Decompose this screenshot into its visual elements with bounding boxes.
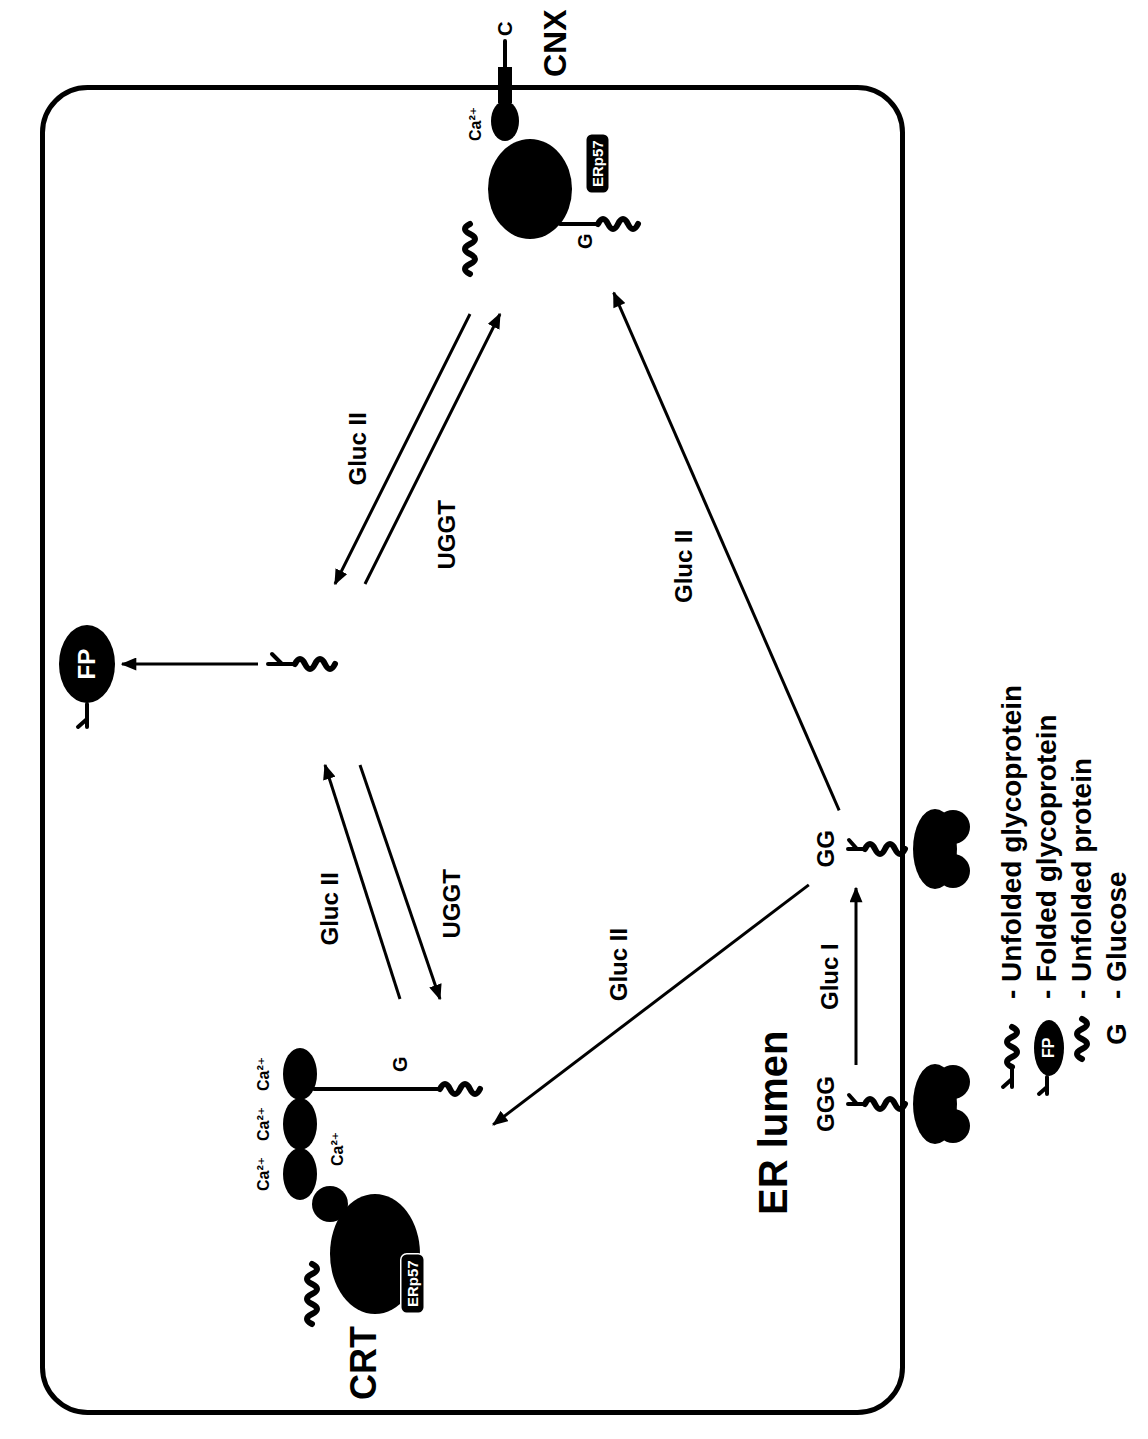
nascent-glycoprotein: [848, 840, 905, 854]
cycle-arrow: [122, 314, 500, 999]
protein-name: ERp57: [589, 140, 606, 187]
bound-unfolded-protein: [465, 224, 475, 274]
folded-glycoprotein: FP: [58, 624, 116, 704]
erp57-shape: [401, 1254, 425, 1314]
er-lumen-region: ERp57CRTFPGGGGGER lumen: [40, 85, 905, 1415]
bound-glycoprotein: [314, 1084, 480, 1094]
c-terminus-label: C: [494, 22, 517, 36]
glucose-label: GGG: [812, 1076, 840, 1132]
calcium-ion: Ca²⁺: [255, 1157, 273, 1191]
calcium-ion: Ca²⁺: [255, 1107, 273, 1141]
calcium-ion: Ca²⁺: [255, 1057, 273, 1091]
erp57-box: ERp57: [400, 1253, 425, 1314]
erp57-box: ERp57: [585, 133, 610, 194]
glucose-label: GG: [812, 830, 840, 867]
cytosolic-tail: [503, 41, 507, 67]
glycoprotein-gg: GG: [812, 814, 900, 884]
legend-sample-glycan-stub: [1039, 1077, 1047, 1094]
enzyme-label: Gluc II: [316, 872, 344, 945]
legend-sample-glycoprotein: [1003, 1027, 1017, 1087]
bound-glycoprotein: [560, 219, 638, 229]
glucose-label: G: [389, 1056, 412, 1072]
reaction-arrow: [614, 293, 839, 811]
calnexin-shape: [488, 67, 572, 239]
enzyme-label: Gluc I: [816, 940, 844, 1013]
calcium-ion: Ca²⁺: [467, 107, 485, 141]
calnexin: ERp57 CNX: [455, 4, 645, 289]
unfolded-glycoprotein: [268, 654, 335, 669]
protein-name: FP: [73, 649, 101, 680]
calreticulin: ERp57CRT: [240, 1039, 490, 1405]
enzyme-label: Gluc II: [605, 925, 633, 1004]
nascent-glycoprotein: [848, 1095, 905, 1109]
glucose-label: G: [574, 233, 597, 249]
legend-text: - Unfolded glycoprotein: [995, 685, 1029, 999]
folded-protein-ellipse: [1034, 1020, 1064, 1076]
ribosome: [913, 809, 970, 889]
protein-name: ERp57: [404, 1260, 421, 1307]
legend-text: - Folded glycoprotein: [1030, 714, 1064, 999]
glycan-stub: [78, 704, 87, 727]
legend-text: - Unfolded protein: [1065, 758, 1099, 999]
reaction-arrow: [855, 888, 858, 1065]
enzyme-label: UGGT: [438, 869, 466, 938]
legend-text: - Glucose: [1100, 871, 1134, 999]
legend-folded-glycoprotein: FP: [1033, 1019, 1065, 1077]
legend-sample-protein: [1077, 1019, 1087, 1059]
protein-name: CRT: [343, 1326, 384, 1400]
erp57-shape: [586, 134, 610, 194]
region-title: ER lumen: [750, 1031, 796, 1215]
glycoprotein-ggg: GGG: [812, 1069, 900, 1139]
bound-unfolded-protein: [307, 1264, 317, 1324]
folded-protein-ellipse: [59, 625, 115, 703]
er-lumen-region-outline: [40, 85, 905, 1415]
ribosome: [913, 1064, 970, 1144]
enzyme-label: UGGT: [433, 500, 461, 569]
protein-name: CNX: [537, 9, 574, 77]
calcium-ion: Ca²⁺: [329, 1132, 347, 1166]
protein-name: FP: [1040, 1038, 1058, 1058]
legend-glucose-sample: G: [1101, 1023, 1133, 1045]
er-membrane: [43, 88, 903, 1413]
enzyme-label: Gluc II: [670, 527, 698, 606]
enzyme-label: Gluc II: [344, 412, 372, 485]
